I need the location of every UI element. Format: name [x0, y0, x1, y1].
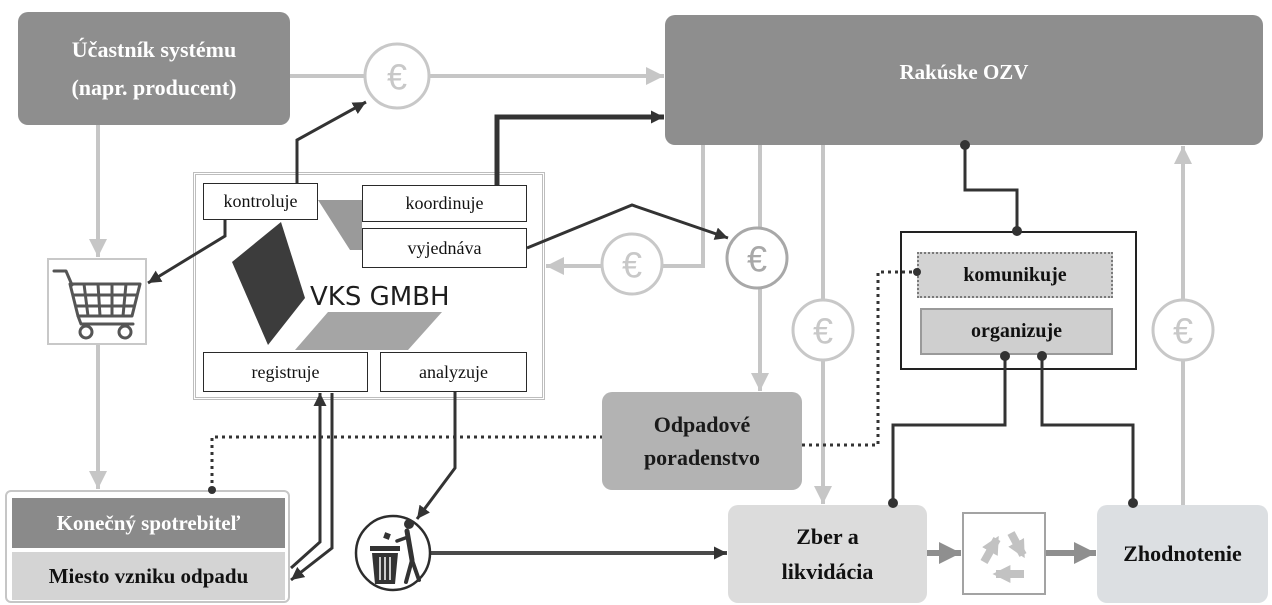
- system-participant-box: Účastník systému (napr. producent): [18, 12, 290, 125]
- arrow-registers-to-waste-origin: [290, 393, 334, 582]
- euro-symbol: €: [1173, 311, 1193, 352]
- recovery-label: Zhodnotenie: [1123, 541, 1242, 566]
- arrow-waste-origin-to-registers: [289, 393, 327, 570]
- arrow-analyzes-to-disposal: [415, 392, 457, 520]
- vks-logo-shape-gray-top: [318, 200, 362, 250]
- waste-origin-label: Miesto vzniku odpadu: [12, 552, 285, 600]
- collection-disposal-box: Zber a likvidácia: [728, 505, 927, 603]
- vks-gmbh-box: kontroluje koordinuje vyjednáva VKS GMBH…: [193, 172, 545, 400]
- euro-icon: €: [600, 232, 664, 296]
- collection-label-line2: likvidácia: [781, 559, 874, 584]
- arrow-controls-to-payment: [295, 100, 367, 183]
- euro-symbol: €: [813, 311, 833, 352]
- vks-coordinates-label: koordinuje: [362, 185, 527, 222]
- end-consumer-box: Konečný spotrebiteľ Miesto vzniku odpadu: [5, 490, 290, 603]
- advisory-label-line2: poradenstvo: [643, 445, 761, 470]
- vks-logo-shape-dark: [232, 222, 305, 345]
- euro-icon: €: [363, 42, 431, 110]
- advisory-label-line1: Odpadové: [653, 412, 751, 437]
- euro-symbol: €: [622, 245, 642, 286]
- dotted-link-consumer-to-advisory: [210, 435, 602, 490]
- vks-negotiates-label: vyjednáva: [362, 228, 527, 268]
- vks-registers-label: registruje: [203, 352, 368, 392]
- participant-label-line2: (napr. producent): [71, 74, 237, 100]
- recovery-box: Zhodnotenie: [1097, 505, 1268, 603]
- euro-symbol: €: [387, 57, 407, 98]
- euro-symbol: €: [747, 239, 767, 280]
- link-organizes-to-recovery: [1040, 356, 1135, 503]
- ozv-functions-box: komunikuje organizuje: [900, 231, 1137, 370]
- vks-controls-label: kontroluje: [203, 183, 318, 220]
- participant-label-line1: Účastník systému: [71, 36, 237, 62]
- recycle-box: [962, 512, 1046, 595]
- ozv-label: Rakúske OZV: [899, 59, 1029, 84]
- vks-company-name: VKS GMBH: [310, 282, 450, 312]
- shopping-cart-box: [47, 258, 147, 345]
- organizes-label: organizuje: [920, 308, 1113, 355]
- link-ozv-to-functions: [963, 145, 1019, 231]
- euro-icon: €: [791, 298, 855, 362]
- collection-label-line1: Zber a: [796, 524, 859, 549]
- trash-bin-icon: [354, 514, 432, 592]
- vks-logo-shape-gray-bottom: [295, 312, 442, 350]
- waste-advisory-box: Odpadové poradenstvo: [602, 392, 802, 490]
- money-flow-ozv-to-vks: [546, 145, 705, 275]
- austrian-ozv-box: Rakúske OZV: [665, 15, 1263, 145]
- euro-icon: €: [725, 226, 789, 290]
- vks-logo: [232, 200, 442, 350]
- vks-analyzes-label: analyzuje: [380, 352, 527, 392]
- euro-icon: €: [1151, 298, 1215, 362]
- link-organizes-to-collection: [891, 356, 1007, 503]
- communicates-label: komunikuje: [917, 252, 1113, 298]
- end-consumer-label: Konečný spotrebiteľ: [12, 498, 285, 548]
- arrow-negotiates-to-payment: [526, 203, 729, 250]
